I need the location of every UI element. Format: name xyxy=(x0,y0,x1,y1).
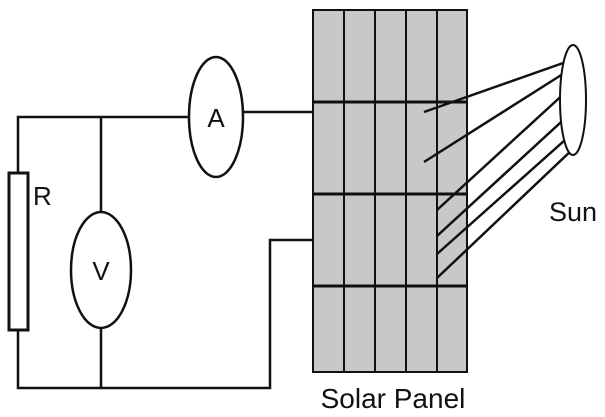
resistor xyxy=(7,171,30,332)
wire-top-left xyxy=(16,115,189,173)
solar-panel xyxy=(312,9,468,373)
circuit-wires xyxy=(16,110,313,390)
voltmeter-label: V xyxy=(92,256,110,286)
solar-panel-label: Solar Panel xyxy=(321,383,466,414)
resistor-label: R xyxy=(33,181,52,211)
solar-panel-column-dividers xyxy=(343,10,438,372)
sun-rays xyxy=(423,60,575,279)
ammeter-label: A xyxy=(207,103,225,133)
sun-label: Sun xyxy=(549,197,597,227)
wire-bottom xyxy=(16,238,313,390)
solar-panel-body xyxy=(312,9,468,373)
ammeter xyxy=(187,55,245,179)
sun xyxy=(559,44,587,156)
solar-panel-row-dividers xyxy=(313,100,467,288)
voltmeter xyxy=(69,210,133,330)
